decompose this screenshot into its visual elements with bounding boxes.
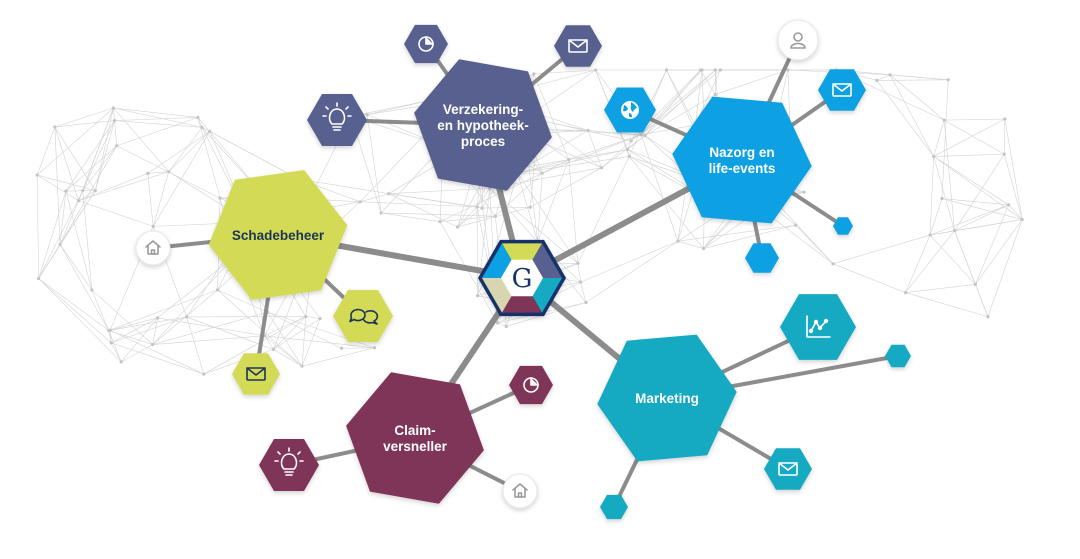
user-icon bbox=[790, 32, 806, 49]
center-logo: G bbox=[478, 239, 566, 317]
pie-chart-icon bbox=[418, 36, 434, 52]
chat-icon bbox=[349, 308, 379, 325]
nodes-layer: Verzekering-en hypotheek-procesSchadebeh… bbox=[135, 19, 911, 520]
pie-chart-icon bbox=[523, 377, 539, 393]
home-icon bbox=[512, 483, 528, 498]
satellite-n-user bbox=[777, 19, 819, 61]
satellite-s-home bbox=[135, 230, 171, 266]
hub-label-verzekering: proces bbox=[461, 134, 505, 149]
line-chart-icon bbox=[806, 315, 831, 338]
hub-label-nazorg: life-events bbox=[709, 161, 776, 176]
mail-icon bbox=[246, 367, 266, 381]
hub-shape-nazorg bbox=[672, 96, 812, 224]
satellite-v-mail bbox=[554, 25, 602, 67]
satellite-m-small bbox=[600, 494, 628, 520]
hub-shape-marketing bbox=[597, 334, 737, 462]
satellite-c-pie bbox=[509, 365, 553, 405]
logo-letter: G bbox=[512, 264, 533, 294]
mail-icon bbox=[832, 83, 852, 97]
satellite-s-chat bbox=[333, 290, 393, 342]
lightbulb-icon bbox=[322, 102, 352, 131]
hub-marketing: Marketing bbox=[597, 334, 737, 462]
mail-icon bbox=[568, 39, 588, 53]
satellite-v-pie bbox=[404, 24, 448, 64]
satellite-m-dot bbox=[885, 344, 911, 368]
satellite-v-bulb bbox=[307, 94, 367, 146]
satellite-n-globe bbox=[604, 87, 656, 133]
hub-label-schadebeheer: Schadebeheer bbox=[232, 228, 325, 243]
satellite-s-mail bbox=[232, 353, 280, 395]
satellite-n-mail bbox=[818, 69, 866, 111]
home-icon bbox=[145, 240, 161, 255]
lightbulb-icon bbox=[274, 447, 304, 476]
satellite-m-mail bbox=[764, 448, 812, 490]
hub-shape-verzekering bbox=[414, 59, 552, 191]
hub-shape-claim bbox=[346, 372, 484, 504]
mail-icon bbox=[778, 462, 798, 476]
satellite-n-dot bbox=[833, 217, 853, 235]
hub-verzekering: Verzekering-en hypotheek-proces bbox=[414, 59, 552, 191]
hub-schadebeheer: Schadebeheer bbox=[208, 170, 348, 300]
hub-label-claim: versneller bbox=[383, 439, 448, 454]
hub-label-verzekering: en hypotheek- bbox=[437, 118, 529, 133]
hub-label-verzekering: Verzekering- bbox=[443, 102, 523, 117]
satellite-c-bulb bbox=[259, 439, 319, 491]
hub-label-marketing: Marketing bbox=[635, 391, 699, 406]
hub-claim: Claim-versneller bbox=[346, 372, 484, 504]
hub-label-nazorg: Nazorg en bbox=[709, 145, 774, 160]
hub-shape-schadebeheer bbox=[208, 170, 348, 300]
globe-icon bbox=[621, 101, 639, 119]
satellite-c-home bbox=[502, 473, 538, 509]
satellite-n-small bbox=[745, 243, 779, 273]
satellite-m-chart bbox=[780, 294, 856, 360]
hub-label-claim: Claim- bbox=[394, 423, 435, 438]
